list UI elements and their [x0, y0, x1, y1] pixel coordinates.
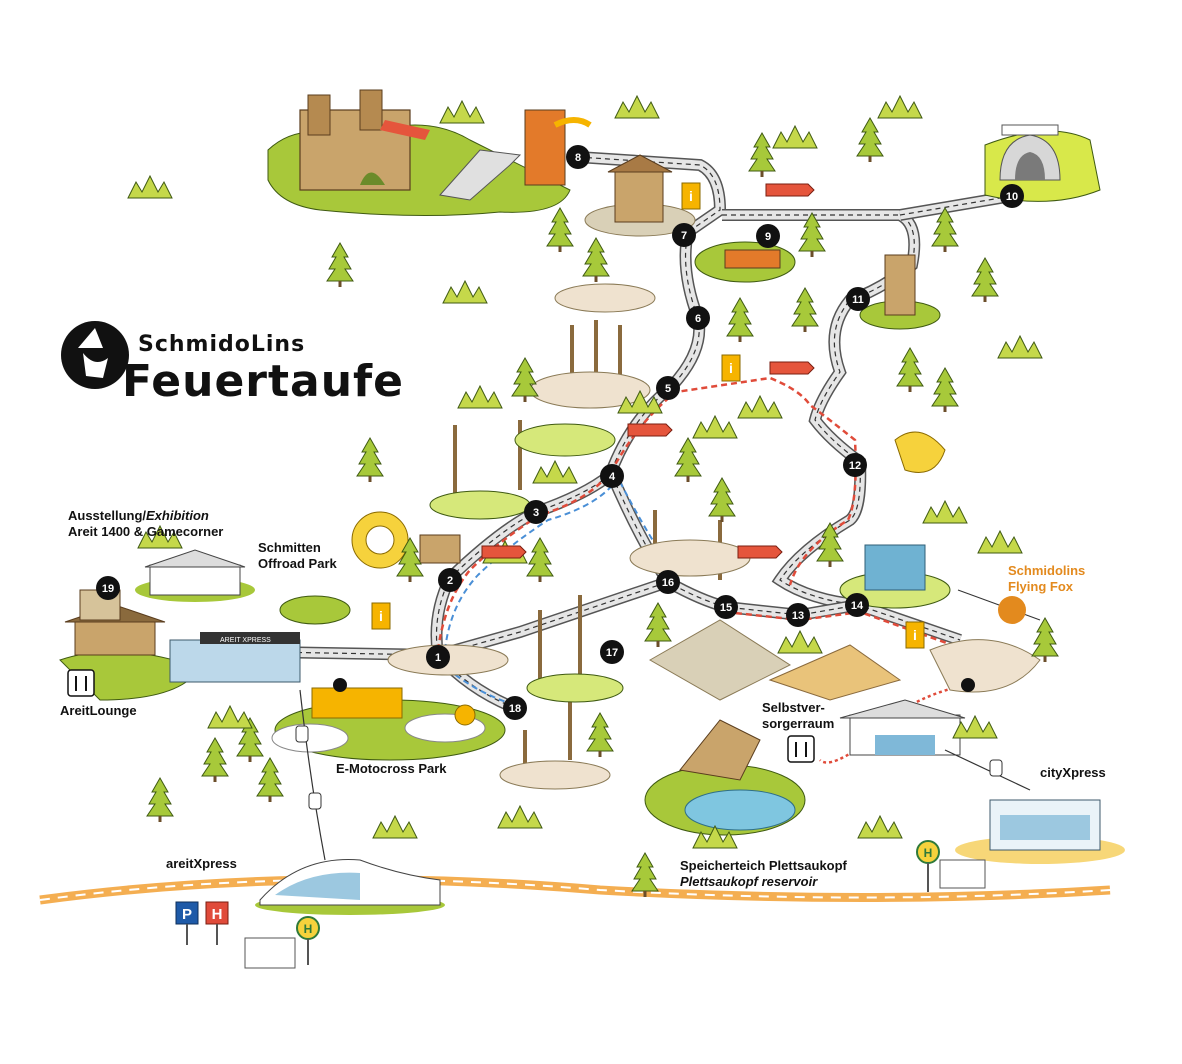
station-number-19: 19 [102, 583, 114, 595]
emotocross-label: E-Motocross Park [336, 761, 447, 776]
station-number-7: 7 [681, 230, 687, 242]
witch-logo-icon [61, 321, 129, 389]
flying-fox-platform [929, 589, 1041, 693]
info-icon: i i i i [371, 182, 925, 649]
title-line-2: Feuertaufe [122, 356, 405, 407]
reservoir [644, 719, 806, 836]
reservoir-label: Speicherteich Plettsaukopf Plettsaukopf … [680, 858, 847, 890]
areit-lounge-label: AreitLounge [60, 703, 137, 718]
motocross-track [271, 687, 506, 761]
bus-sign-text: H [304, 922, 313, 936]
pond-area-9 [694, 241, 796, 283]
offroad-label: Schmitten Offroad Park [258, 540, 337, 572]
parking-icon: P [175, 901, 199, 945]
main-road [39, 875, 1111, 905]
station-number-13: 13 [792, 610, 804, 622]
selbstversorger-building [839, 699, 966, 756]
offroad-area [279, 511, 461, 625]
svg-text:i: i [913, 627, 917, 643]
offroad-label-line1: Schmitten [258, 540, 321, 555]
flying-fox-label-line2: Flying Fox [1008, 579, 1073, 594]
areit-lounge [59, 589, 201, 701]
station-number-16: 16 [662, 577, 674, 589]
selbstversorger-label-line1: Selbstver- [762, 700, 825, 715]
reservoir-label-de: Speicherteich Plettsaukopf [680, 858, 847, 873]
station-number-14: 14 [851, 600, 864, 612]
selbstversorger-label: Selbstver- sorgerraum [762, 700, 834, 732]
bus-stop-icon: H H [244, 840, 986, 969]
areit-station: AREIT XPRESS [169, 632, 301, 683]
station-number-3: 3 [533, 507, 539, 519]
tower-11 [859, 254, 941, 330]
offroad-label-line2: Offroad Park [258, 556, 337, 571]
cityxpress-label: cityXpress [1040, 765, 1106, 780]
parking-sign-text: P [182, 906, 192, 923]
restaurant-icon [67, 669, 815, 763]
gondola-icon [295, 725, 1003, 810]
station-number-9: 9 [765, 231, 771, 243]
exhibition-building [135, 549, 255, 602]
station-sign-text: AREIT XPRESS [220, 637, 271, 644]
exhibition-label-line2: Areit 1400 & Gamecorner [68, 524, 224, 539]
station-number-12: 12 [849, 460, 861, 472]
svg-text:i: i [379, 608, 383, 624]
areitxpress-station [255, 859, 445, 915]
station-number-6: 6 [695, 313, 701, 325]
station-number-11: 11 [852, 294, 864, 306]
hotel-icon: H [205, 901, 229, 945]
areitxpress-label: areitXpress [166, 856, 237, 871]
hotel-sign-text: H [212, 906, 223, 923]
station-number-10: 10 [1006, 191, 1018, 203]
svg-text:i: i [729, 360, 733, 376]
station-number-15: 15 [720, 602, 732, 614]
station-number-8: 8 [575, 152, 581, 164]
station-number-17: 17 [606, 647, 618, 659]
exhibition-label: Ausstellung/Exhibition Areit 1400 & Game… [68, 508, 223, 540]
station-markers [96, 145, 1024, 720]
gondola-lines [299, 689, 1031, 861]
svg-text:H: H [924, 846, 933, 860]
castle-playground [267, 89, 592, 217]
station-number-5: 5 [665, 383, 671, 395]
flying-fox-label: Schmidolins Flying Fox [1008, 563, 1085, 595]
climbing-wall [839, 544, 951, 609]
wooden-hut [584, 154, 696, 237]
svg-text:i: i [689, 188, 693, 204]
direction-sign-icon [481, 183, 815, 559]
station-number-2: 2 [447, 575, 453, 587]
slide-area [894, 431, 946, 473]
station-number-1: 1 [435, 652, 441, 664]
title-line-1: SchmidoLins [138, 332, 306, 357]
station-number-18: 18 [509, 703, 521, 715]
selbstversorger-label-line2: sorgerraum [762, 716, 835, 731]
flying-fox-label-line1: Schmidolins [1008, 563, 1086, 578]
station-number-4: 4 [609, 471, 616, 483]
reservoir-label-en: Plettsaukopf reservoir [680, 874, 818, 889]
cityxpress-station [955, 799, 1125, 864]
exhibition-label-de: Ausstellung/ [68, 508, 147, 523]
exhibition-label-en: Exhibition [146, 508, 209, 523]
